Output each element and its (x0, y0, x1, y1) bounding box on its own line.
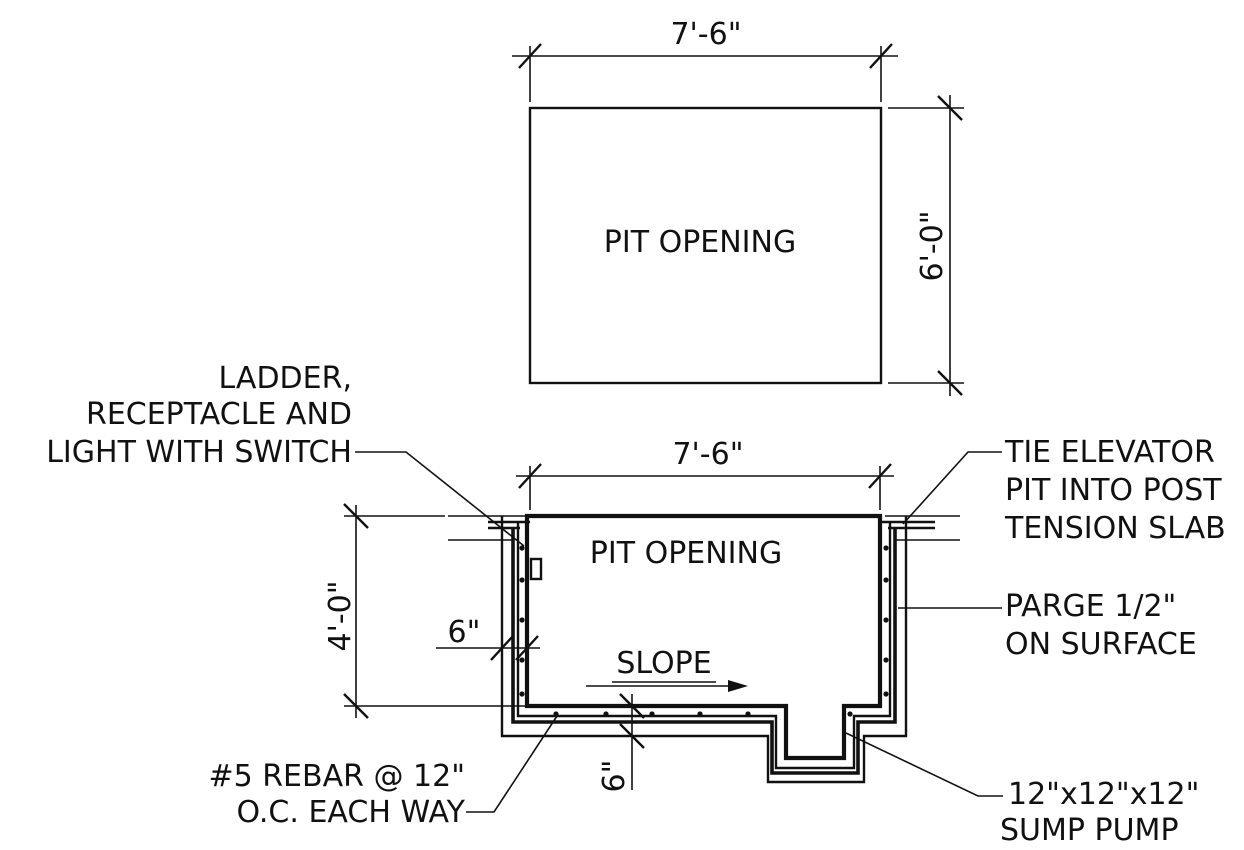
note-ladder-line-1: LADDER, (219, 361, 352, 396)
note-rebar: #5 REBAR @ 12" O.C. EACH WAY (208, 715, 558, 830)
note-sump: 12"x12"x12" SUMP PUMP (845, 732, 1199, 848)
section-width-dim-text: 7'-6" (672, 437, 743, 472)
note-rebar-line-1: #5 REBAR @ 12" (208, 759, 465, 794)
slope-label: SLOPE (616, 646, 711, 681)
plan-view: PIT OPENING 7'-6" 6'-0" (512, 17, 964, 396)
floor-thickness-dim-text: 6" (597, 760, 632, 793)
wall-thickness-dimension: 6" (436, 615, 540, 661)
rebar-line-outer (511, 528, 897, 775)
rebar-dots (519, 545, 889, 717)
pit-inner-surface (524, 513, 883, 761)
note-rebar-leader (466, 715, 558, 813)
rebar-line-left (516, 522, 892, 770)
receptacle-box (529, 557, 543, 581)
note-ladder-line-2: RECEPTACLE AND (86, 397, 352, 432)
plan-width-dimension: 7'-6" (512, 17, 898, 102)
note-ladder: LADDER, RECEPTACLE AND LIGHT WITH SWITCH (46, 361, 525, 547)
note-ladder-line-3: LIGHT WITH SWITCH (46, 435, 352, 470)
plan-pit-outline (528, 106, 883, 385)
note-parge-line-1: PARGE 1/2" (1005, 589, 1176, 624)
plan-depth-dimension: 6'-0" (888, 95, 964, 396)
plan-depth-dim-text: 6'-0" (915, 210, 950, 281)
note-tie-line-1: TIE ELEVATOR (1004, 435, 1215, 470)
section-width-dimension: 7'-6" (516, 437, 894, 510)
wall-thickness-dim-text: 6" (448, 615, 481, 650)
note-rebar-line-2: O.C. EACH WAY (237, 795, 466, 830)
note-parge-line-2: ON SURFACE (1005, 627, 1197, 662)
note-tie-leader (902, 451, 1002, 525)
note-sump-leader (845, 732, 1003, 797)
note-tie: TIE ELEVATOR PIT INTO POST TENSION SLAB (902, 435, 1226, 546)
note-tie-line-2: PIT INTO POST (1005, 473, 1222, 508)
section-height-dimension: 4'-0" (323, 503, 530, 719)
note-parge: PARGE 1/2" ON SURFACE (898, 589, 1197, 662)
note-sump-line-1: 12"x12"x12" (1008, 777, 1199, 812)
section-view: PIT OPENING SLOPE 7'-6" 4'-0" (323, 437, 960, 792)
floor-thickness-dimension: 6" (597, 693, 645, 793)
note-tie-line-3: TENSION SLAB (1004, 511, 1226, 546)
note-sump-line-2: SUMP PUMP (1000, 813, 1179, 845)
pit-outer-boundary (500, 516, 908, 784)
section-height-dim-text: 4'-0" (323, 580, 358, 651)
note-ladder-leader (355, 451, 525, 547)
plan-opening-label: PIT OPENING (604, 225, 796, 260)
slope-arrow: SLOPE (586, 646, 748, 692)
plan-width-dim-text: 7'-6" (670, 17, 741, 52)
section-opening-label: PIT OPENING (590, 536, 782, 571)
